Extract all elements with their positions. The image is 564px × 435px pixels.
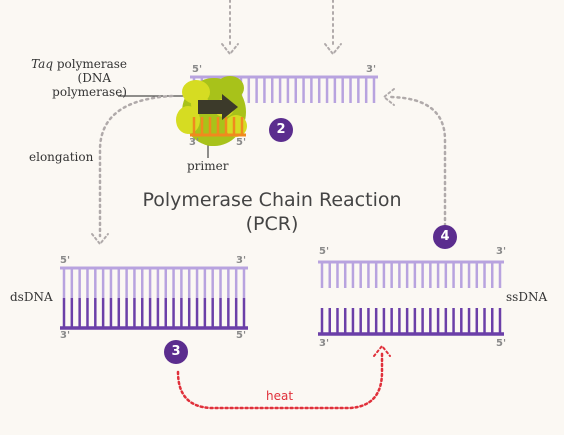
arrow-head xyxy=(324,43,342,56)
primer-3prime: 3' xyxy=(189,137,200,148)
incoming-arrow-left xyxy=(221,0,239,56)
ssdna-left-top-end: 5' xyxy=(319,246,330,257)
dsdna-right-top-end: 3' xyxy=(236,255,247,266)
ssdna-bottom-strand xyxy=(318,308,504,336)
step-3-badge: 3 xyxy=(164,340,188,364)
dsdna-label: dsDNA xyxy=(10,290,53,304)
title-line2: (PCR) xyxy=(245,213,299,235)
heat-label: heat xyxy=(266,389,294,403)
step-2-badge: 2 xyxy=(269,118,293,142)
ssdna-right-top-end: 3' xyxy=(496,246,507,257)
taq-italic: Taq xyxy=(31,57,54,71)
page-title: Polymerase Chain Reaction (PCR) xyxy=(122,188,422,236)
ssdna-left-bottom-end: 3' xyxy=(319,338,330,349)
primer-5prime: 5' xyxy=(236,137,247,148)
arrow-head xyxy=(221,43,239,56)
taq-label-line2: (DNA xyxy=(77,71,111,85)
dsdna-right-bottom-end: 5' xyxy=(236,330,247,341)
elongation-arrow xyxy=(91,94,174,246)
taq-rest: polymerase xyxy=(53,57,127,71)
dsdna-left-bottom-end: 3' xyxy=(60,330,71,341)
heat-arrow xyxy=(176,344,391,410)
primer-label: primer xyxy=(187,159,229,173)
dsdna-left-top-end: 5' xyxy=(60,255,71,266)
ssdna-label: ssDNA xyxy=(506,290,548,304)
step-4-badge: 4 xyxy=(433,225,457,249)
taq-label-line3: polymerase) xyxy=(52,85,127,99)
elongation-label: elongation xyxy=(29,150,94,164)
dsdna-top-strand xyxy=(60,266,248,298)
incoming-arrow-right xyxy=(324,0,342,56)
title-line1: Polymerase Chain Reaction xyxy=(142,189,402,211)
taq-label-line1: Taq polymerase xyxy=(29,57,127,71)
top-strand-5prime: 5' xyxy=(192,64,203,75)
ssdna-right-bottom-end: 5' xyxy=(496,338,507,349)
top-strand-3prime: 3' xyxy=(366,64,377,75)
dsdna-bottom-strand xyxy=(60,298,248,330)
annealing-return-arrow xyxy=(382,88,447,228)
ssdna-top-strand xyxy=(318,260,504,288)
primer-strand xyxy=(190,117,246,137)
taq-polymerase-label: Taq polymerase (DNA polymerase) xyxy=(29,57,127,99)
elongation-direction-arrow xyxy=(198,94,238,120)
